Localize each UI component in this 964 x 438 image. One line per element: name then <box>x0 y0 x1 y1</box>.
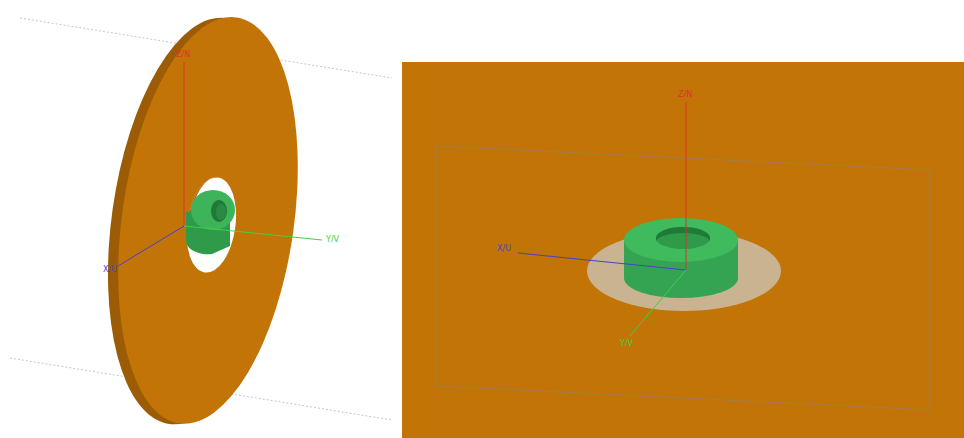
x-axis <box>118 226 184 266</box>
x-axis <box>518 253 686 270</box>
y-axis <box>184 226 322 240</box>
axis-label: Z/N <box>176 51 190 59</box>
axis-label: Y/V <box>326 236 339 244</box>
plane-ground <box>402 62 964 438</box>
z-axis <box>686 102 687 270</box>
disc <box>84 4 322 437</box>
axis-label: Z/N <box>678 91 692 99</box>
axis-label: X/U <box>103 266 117 274</box>
washer <box>624 218 738 298</box>
left-ground <box>0 0 395 438</box>
plane-outline <box>436 146 930 410</box>
z-axis <box>184 62 185 226</box>
tube <box>186 190 235 254</box>
y-axis <box>630 270 686 336</box>
axis-label: X/U <box>497 245 511 253</box>
axis-label: Y/V <box>620 340 633 348</box>
